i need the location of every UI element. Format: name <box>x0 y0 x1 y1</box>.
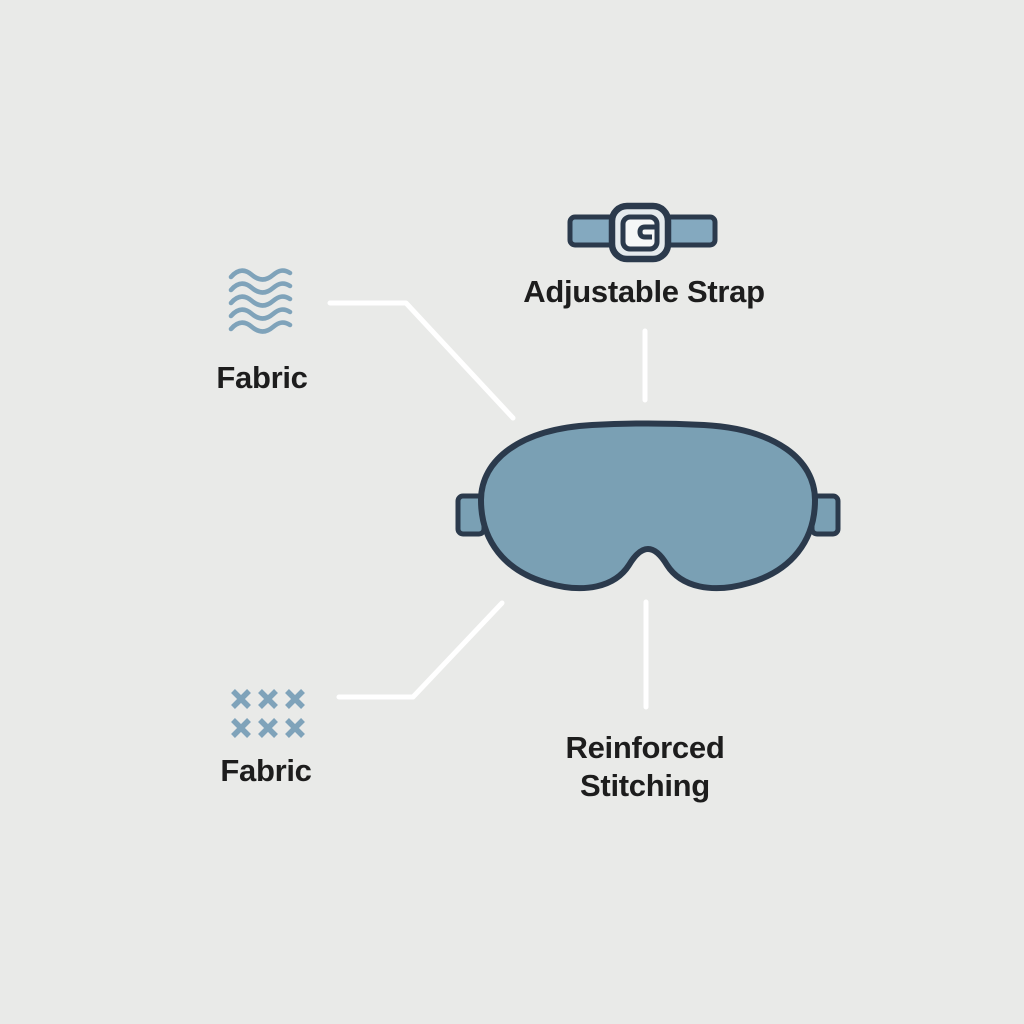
connector-fabric-top <box>327 300 516 421</box>
connector-fabric-bottom <box>336 600 505 700</box>
wave-lines-icon <box>228 268 293 334</box>
cross-stitches-icon <box>231 689 305 738</box>
callout-label-fabric-bottom: Fabric <box>220 753 312 788</box>
strap-buckle-icon <box>567 202 718 263</box>
callout-label-adjustable-strap: Adjustable Strap <box>523 274 765 309</box>
callout-label-fabric-top: Fabric <box>216 360 308 395</box>
callout-label-reinforced-stitching: Reinforced Stitching <box>565 730 725 803</box>
sleep-mask-body <box>478 420 818 592</box>
